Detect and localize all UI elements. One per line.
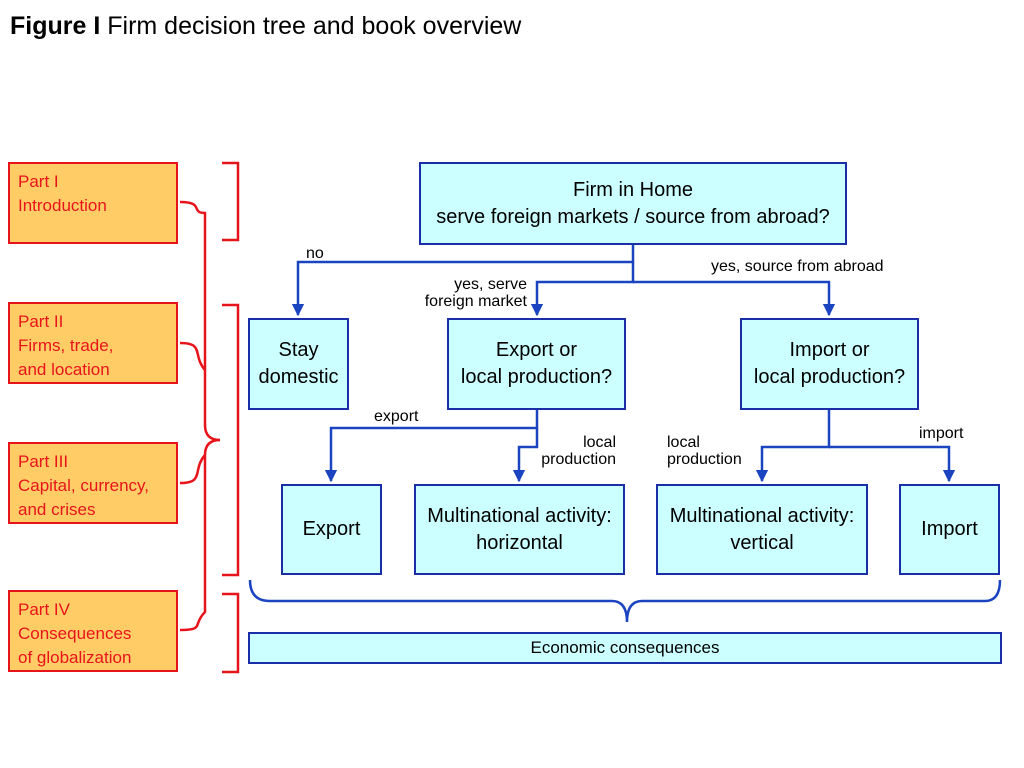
node-horizontal-line-2: horizontal [476, 531, 563, 554]
node-economic-consequences: Economic consequences [248, 632, 1002, 664]
edge-label-export: export [374, 408, 418, 425]
brace-link-1 [179, 200, 221, 442]
figure-title: Figure I Firm decision tree and book ove… [10, 12, 521, 41]
edge-label-no-text: no [306, 245, 324, 262]
node-import: Import [899, 484, 1000, 575]
edge-label-import: import [919, 425, 963, 442]
bracket-part-4 [222, 592, 240, 674]
part-2-line-2: Firms, trade, [18, 336, 114, 355]
figure-caption: Firm decision tree and book overview [107, 12, 522, 40]
part-2-box: Part II Firms, trade, and location [8, 302, 178, 384]
node-export-or-line-1: Export or [495, 339, 578, 361]
part-3-box: Part III Capital, currency, and crises [8, 442, 178, 524]
edge-label-no: no [306, 245, 324, 262]
part-1-line-1: Part I [18, 172, 59, 191]
node-vertical-line-1: Multinational activity: [669, 504, 855, 527]
edge-local-vertical [755, 410, 831, 483]
edge-label-serve: yes, serve foreign market [396, 276, 527, 310]
part-4-line-1: Part IV [18, 600, 70, 619]
node-export-line-1: Export [302, 518, 361, 540]
part-brackets [179, 161, 240, 674]
edge-import [829, 445, 956, 483]
part-2-line-3: and location [18, 360, 110, 379]
edge-label-local-vertical: local production [667, 434, 742, 468]
node-consequences-line-1: Economic consequences [530, 638, 720, 657]
node-stay-line-1: Stay [278, 339, 319, 361]
part-4-line-2: Consequences [18, 624, 132, 643]
part-4-line-3: of globalization [18, 648, 132, 667]
brace-link-2 [179, 341, 206, 371]
node-import-or-line-1: Import or [789, 339, 870, 361]
edge-no [291, 245, 635, 317]
node-vertical-line-2: vertical [730, 531, 794, 554]
bracket-part-1 [222, 161, 240, 242]
node-stay-domestic: Stay domestic [248, 318, 349, 410]
part-4-box: Part IV Consequences of globalization [8, 590, 178, 672]
part-3-line-2: Capital, currency, [18, 476, 150, 495]
part-3-line-1: Part III [18, 452, 69, 471]
node-multinational-vertical: Multinational activity: vertical [656, 484, 868, 575]
edge-label-local-h-line-1: local [583, 434, 616, 451]
edge-label-source: yes, source from abroad [711, 258, 884, 275]
edge-label-serve-line-1: yes, serve [454, 276, 527, 293]
edge-label-source-text: yes, source from abroad [711, 258, 884, 275]
node-firm-line-1: Firm in Home [572, 178, 693, 201]
edge-local-horizontal [512, 428, 539, 483]
node-horizontal-line-1: Multinational activity: [427, 504, 612, 527]
node-import-line-1: Import [921, 518, 978, 540]
node-import-or-local: Import or local production? [740, 318, 919, 410]
figure-number: Figure I [10, 12, 101, 40]
edge-source [633, 280, 836, 317]
part-2-line-1: Part II [18, 312, 64, 331]
node-firm-in-home: Firm in Home serve foreign markets / sou… [419, 162, 847, 245]
edge-export [324, 410, 539, 483]
consequences-brace [248, 579, 1002, 623]
node-export: Export [281, 484, 382, 575]
edge-serve [530, 262, 635, 317]
edge-label-local-horizontal: local production [500, 434, 616, 468]
node-multinational-horizontal: Multinational activity: horizontal [414, 484, 625, 575]
node-stay-line-2: domestic [258, 366, 339, 388]
edge-label-serve-line-2: foreign market [424, 293, 527, 310]
brace-link-4 [179, 438, 221, 632]
bracket-part-2-3 [222, 303, 240, 577]
edge-label-export-text: export [374, 408, 419, 425]
part-1-box: Part I Introduction [8, 162, 178, 244]
edge-label-import-text: import [919, 425, 964, 442]
edge-label-local-v-line-2: production [667, 451, 742, 468]
brace-link-3 [179, 454, 206, 485]
part-1-line-2: Introduction [18, 196, 107, 215]
tree-edges [291, 245, 956, 483]
node-export-or-local: Export or local production? [447, 318, 626, 410]
node-export-or-line-2: local production? [460, 366, 613, 388]
part-3-line-3: and crises [18, 500, 96, 519]
edge-label-local-h-line-2: production [541, 451, 616, 468]
node-firm-line-2: serve foreign markets / source from abro… [436, 205, 830, 228]
edge-label-local-v-line-1: local [667, 434, 700, 451]
node-import-or-line-2: local production? [753, 366, 906, 388]
